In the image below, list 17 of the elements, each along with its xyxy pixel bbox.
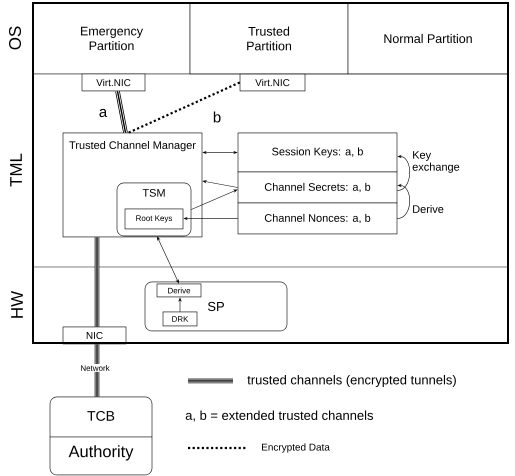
legend-text: trusted channels (encrypted tunnels) xyxy=(247,374,456,388)
layer-label: HW xyxy=(11,290,23,318)
layer-label: TML xyxy=(10,154,22,187)
key-store-box: Session Keys: a, b xyxy=(238,132,398,172)
interface-box: Virt.NIC xyxy=(82,74,146,92)
edge-label: a xyxy=(100,108,108,118)
note: a, b = extended trusted channels xyxy=(186,410,373,422)
interface-box: NIC xyxy=(62,326,126,344)
key-store-box: Channel Nonces: a, b xyxy=(238,202,398,234)
interface-box: Virt.NIC xyxy=(240,74,306,92)
edge-label: Derive xyxy=(413,204,444,214)
edge-label: Key exchange xyxy=(412,151,460,173)
key-store-box: Channel Secrets: a, b xyxy=(238,172,398,204)
legend-text: Encrypted Data xyxy=(262,443,330,453)
partition-box: Normal Partition xyxy=(348,2,508,74)
edge-label: b xyxy=(214,112,221,122)
authority-box: TCB Authority xyxy=(50,396,152,476)
